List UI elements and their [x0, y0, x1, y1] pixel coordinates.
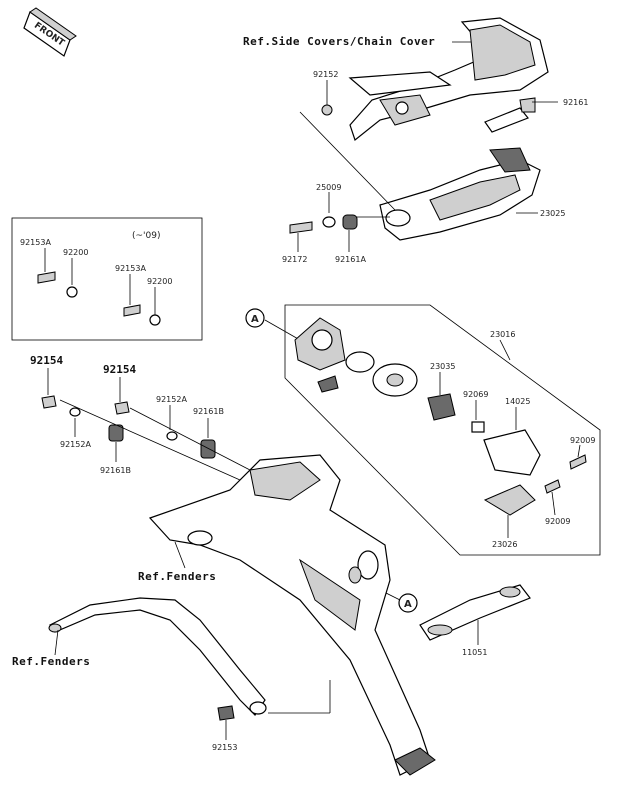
label-92161B-2: 92161B — [193, 407, 224, 416]
label-23026: 23026 — [492, 540, 517, 549]
label-92154-2: 92154 — [103, 363, 136, 376]
grommet-92161A-icon — [342, 214, 358, 230]
bolt-92172-icon — [289, 221, 313, 234]
label-92152-top: 92152 — [313, 70, 338, 79]
label-92069: 92069 — [463, 390, 488, 399]
socket-23035-icon — [427, 393, 456, 421]
label-92152A-2: 92152A — [156, 395, 187, 404]
svg-text:A: A — [404, 599, 412, 610]
lens-14025-icon — [483, 429, 541, 476]
label-23025: 23025 — [540, 209, 565, 218]
label-92161A: 92161A — [335, 255, 366, 264]
light-housing — [294, 317, 418, 397]
inset-label-92200-1: 92200 — [63, 248, 88, 257]
callout-a-2: A — [398, 593, 418, 613]
washer-25009-icon — [322, 216, 336, 228]
front-marker: FRONT — [23, 7, 77, 57]
washer-92152-icon — [321, 104, 333, 116]
label-14025: 14025 — [505, 397, 530, 406]
inset-label-92200-2: 92200 — [147, 277, 172, 286]
ref-fenders-label-2: Ref.Fenders — [12, 655, 90, 668]
ref-side-covers-label: Ref.Side Covers/Chain Cover — [243, 35, 435, 48]
svg-text:A: A — [251, 314, 259, 325]
label-92154-1: 92154 — [30, 354, 63, 367]
callout-a-1: A — [245, 308, 265, 328]
reflector-23026-icon — [483, 484, 536, 516]
bulb-92069-icon — [471, 421, 485, 433]
inset-label-92153A-1: 92153A — [20, 238, 51, 247]
rear-subframe — [148, 454, 436, 776]
ref-fenders-label-1: Ref.Fenders — [138, 570, 216, 583]
tail-cowl-23025 — [379, 147, 541, 241]
label-92152A-1: 92152A — [60, 440, 91, 449]
label-92161B-1: 92161B — [100, 466, 131, 475]
label-92009-1: 92009 — [570, 436, 595, 445]
inset-box-2009 — [11, 217, 203, 341]
inset-year-note: (~'09) — [132, 231, 161, 241]
label-11051: 11051 — [462, 648, 487, 657]
inset-label-92153A-2: 92153A — [115, 264, 146, 273]
label-92172: 92172 — [282, 255, 307, 264]
fender-stay — [48, 597, 267, 716]
label-92161-top: 92161 — [563, 98, 588, 107]
label-25009: 25009 — [316, 183, 341, 192]
rear-cover-upper — [348, 17, 549, 142]
label-92153: 92153 — [212, 743, 237, 752]
label-92009-2: 92009 — [545, 517, 570, 526]
label-23016: 23016 — [490, 330, 515, 339]
label-23035: 23035 — [430, 362, 455, 371]
taillight-assembly-outline — [284, 304, 601, 556]
